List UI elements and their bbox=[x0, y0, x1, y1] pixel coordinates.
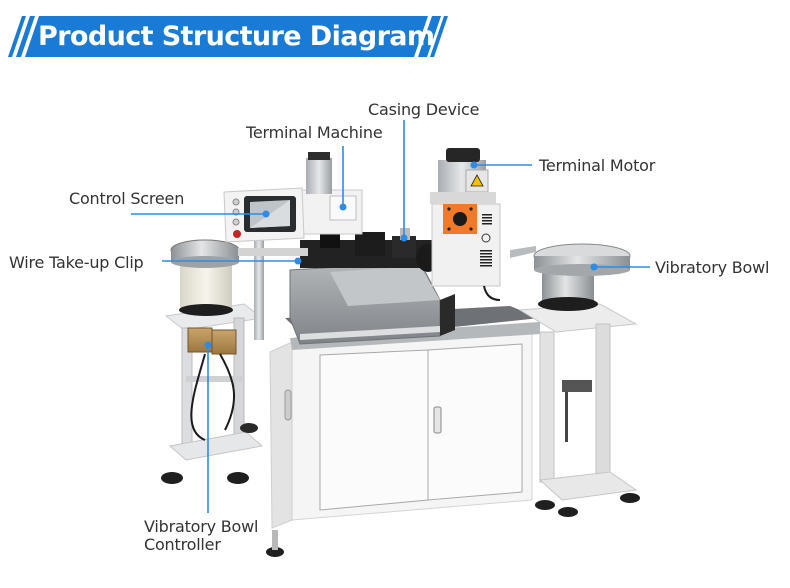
label-casing-device: Casing Device bbox=[368, 100, 480, 119]
tray bbox=[289, 261, 455, 345]
title-banner bbox=[8, 16, 448, 57]
crimp-mechanism bbox=[299, 148, 501, 301]
page-title: Product Structure Diagram bbox=[38, 21, 435, 52]
left-stand bbox=[161, 239, 264, 484]
label-vibratory-bowl-controller-line1: Vibratory Bowl bbox=[144, 517, 259, 536]
right-stand bbox=[510, 243, 640, 517]
label-terminal-motor: Terminal Motor bbox=[539, 156, 656, 175]
label-wire-takeup-clip: Wire Take-up Clip bbox=[9, 253, 144, 272]
label-vibratory-bowl: Vibratory Bowl bbox=[655, 258, 770, 277]
label-terminal-machine: Terminal Machine bbox=[246, 123, 383, 142]
label-control-screen: Control Screen bbox=[69, 189, 185, 208]
label-vibratory-bowl-controller-line2: Controller bbox=[144, 535, 221, 554]
leader-lines bbox=[131, 120, 650, 513]
